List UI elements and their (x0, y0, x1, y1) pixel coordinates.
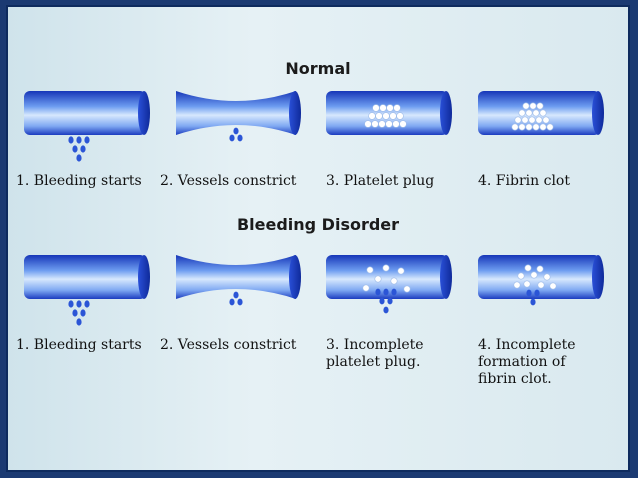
section-heading-bleeding-disorder: Bleeding Disorder (236, 215, 400, 234)
vessels-illustration (24, 91, 604, 326)
diagram-panel: Normal (8, 7, 628, 470)
step-label-normal-2: 2. Vessels constrict (160, 173, 297, 189)
section-heading-normal: Normal (285, 59, 351, 78)
vessel-disorder-1 (24, 255, 150, 299)
blood-drops-disorder-4 (526, 289, 540, 306)
step-label-disorder-1: 1. Bleeding starts (16, 337, 142, 353)
step-label-normal-4: 4. Fibrin clot (478, 173, 570, 189)
vessel-normal-3 (326, 91, 452, 135)
vessel-disorder-3 (326, 255, 452, 299)
platelets-incomplete-disorder (362, 264, 411, 293)
blood-drops-normal-1 (68, 136, 90, 162)
vessel-normal-1 (24, 91, 150, 135)
diagram-frame: Normal (6, 5, 630, 472)
blood-drops-disorder-1 (68, 300, 90, 326)
vessel-disorder-2 (176, 255, 301, 299)
platelet-plug-normal (364, 104, 407, 128)
fibrin-incomplete-disorder (513, 264, 557, 290)
step-label-normal-1: 1. Bleeding starts (16, 173, 142, 189)
step-label-normal-3: 3. Platelet plug (326, 173, 435, 189)
vessel-normal-2 (176, 91, 301, 135)
blood-drops-disorder-2 (229, 291, 243, 306)
vessel-disorder-4 (478, 255, 604, 299)
blood-drops-normal-2 (229, 127, 243, 142)
step-label-disorder-4: 4. Incomplete formation of fibrin clot. (478, 337, 576, 387)
step-label-disorder-3: 3. Incomplete platelet plug. (326, 337, 424, 370)
fibrin-clot-normal (511, 102, 554, 131)
blood-drops-disorder-3 (375, 288, 397, 314)
step-label-disorder-2: 2. Vessels constrict (160, 337, 297, 353)
